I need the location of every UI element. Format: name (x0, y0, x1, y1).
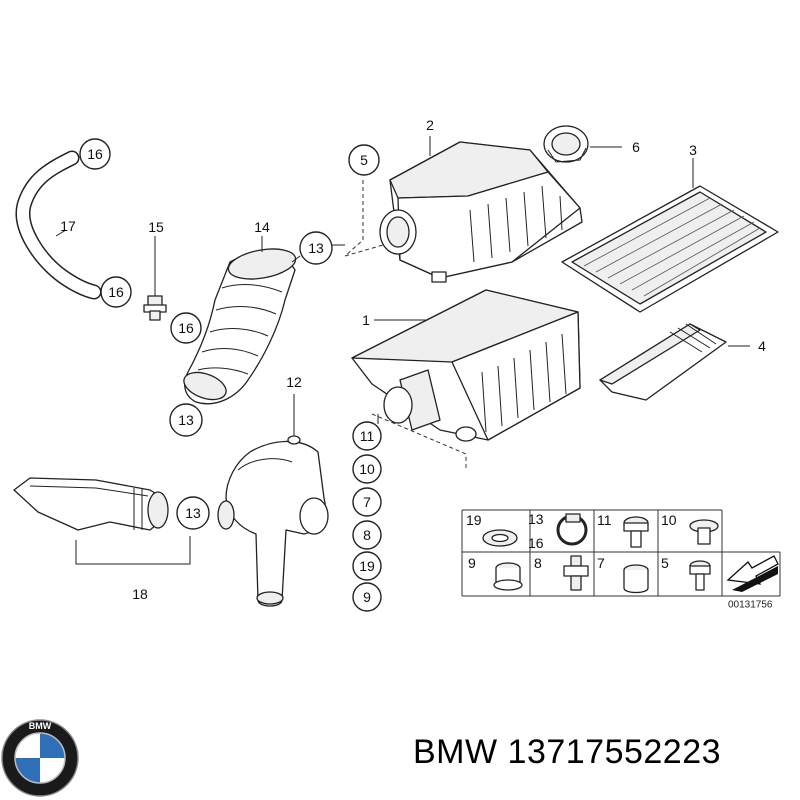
callout-13c-circle (176, 496, 210, 530)
callout-13b: 13 (178, 412, 194, 428)
small-part-10: 10 (359, 461, 375, 477)
clamp-13-drawing (556, 513, 588, 546)
callout-16b-circle (100, 276, 132, 308)
small-part-19: 19 (359, 558, 375, 574)
intake-snorkel-part-18 (13, 477, 191, 565)
callout-3: 3 (689, 142, 697, 158)
callout-18: 18 (132, 586, 148, 602)
small-part-11: 11 (360, 428, 375, 444)
callout-17: 17 (60, 218, 76, 234)
sleeve-9-drawing (493, 562, 523, 591)
callout-12: 12 (286, 374, 302, 390)
small-part-9: 9 (363, 589, 371, 605)
elbow-pipe-part-12 (217, 394, 329, 607)
callout-13a: 13 (308, 240, 324, 256)
filter-housing-part-1 (351, 289, 581, 468)
bolt-11-drawing (623, 516, 649, 548)
callout-6: 6 (632, 139, 640, 155)
small-parts-legend: 19 13 16 11 10 9 8 7 5 (461, 509, 781, 611)
cover-strip-part-4 (599, 323, 750, 401)
callout-14: 14 (254, 219, 270, 235)
callouts: 16 17 16 15 16 14 13 13 13 12 18 5 2 6 3… (60, 117, 766, 602)
legend-19: 19 (466, 512, 482, 528)
fastener-leader-part-5 (330, 180, 384, 257)
callout-1: 1 (362, 312, 370, 328)
callout-13c: 13 (185, 505, 201, 521)
legend-5: 5 (661, 555, 669, 571)
legend-10: 10 (661, 512, 677, 528)
bmw-logo-lettering: BMW (29, 721, 52, 731)
valve-8-drawing (563, 555, 589, 591)
bmw-logo: BMW (1, 719, 79, 797)
legend-11: 11 (597, 512, 612, 528)
callout-5-circle (348, 144, 380, 176)
hose-part-17 (15, 150, 102, 300)
legend-7: 7 (597, 555, 605, 571)
screw-5-drawing (689, 560, 711, 591)
callout-16a: 16 (87, 146, 103, 162)
callout-13b-circle (169, 403, 203, 437)
legend-16: 16 (528, 535, 544, 551)
air-filter-part-3 (561, 158, 779, 313)
callout-16a-circle (79, 138, 111, 170)
grommet-10-drawing (689, 519, 719, 545)
callout-13a-circle (299, 231, 333, 265)
intake-duct-part-14 (183, 236, 301, 405)
callout-5: 5 (360, 152, 368, 168)
legend-9: 9 (468, 555, 476, 571)
grommet-part-6 (543, 125, 622, 163)
mount-7-drawing (623, 564, 649, 594)
callout-15: 15 (148, 219, 164, 235)
legend-8: 8 (534, 555, 542, 571)
catalog-code: 00131756 (728, 600, 773, 611)
small-parts-column: 11 10 7 8 19 9 (352, 421, 382, 612)
direction-arrow-icon (726, 555, 779, 592)
callout-16b: 16 (108, 284, 124, 300)
callout-2: 2 (426, 117, 434, 133)
valve-part-15 (143, 236, 167, 321)
small-part-7: 7 (363, 494, 371, 510)
callout-4: 4 (758, 338, 766, 354)
filter-housing-cover-part-2 (379, 136, 583, 283)
callout-16c-circle (170, 312, 202, 344)
part-number-caption: BMW 13717552223 (413, 733, 722, 771)
callout-16c: 16 (178, 320, 194, 336)
legend-13: 13 (528, 511, 544, 527)
small-part-8: 8 (363, 527, 371, 543)
